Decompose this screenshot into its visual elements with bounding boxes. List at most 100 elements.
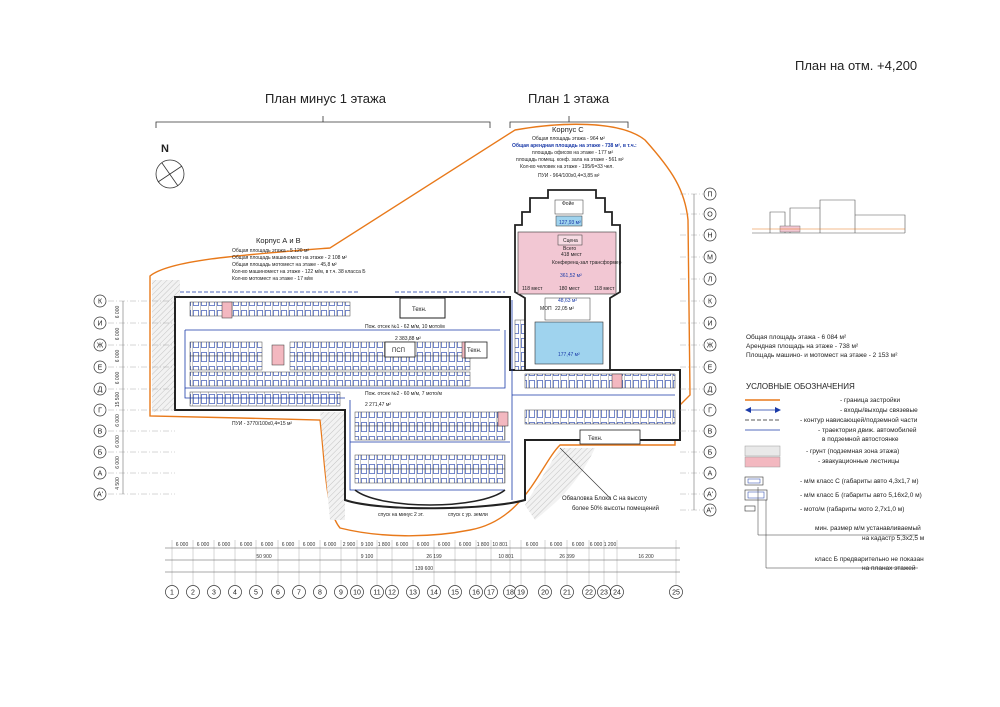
legend-leader-2 [765, 500, 918, 569]
facing-note-leader [559, 447, 611, 499]
legend-item-0: - граница застройки [840, 396, 900, 404]
grid-row-right-2: Н [680, 228, 717, 242]
grid-col-8: 8 [313, 540, 327, 599]
top-blue-room [555, 215, 583, 227]
seats-right: 118 мест [594, 286, 615, 292]
dim-total: 139 600 [415, 566, 433, 572]
building-ab-line-2: Общая площадь мотомест на этаже - 45,8 м… [232, 262, 337, 268]
ground-hatch-right [525, 448, 595, 520]
grid-col-20: 20 [538, 540, 552, 599]
small-area: 48,63 м² [558, 298, 577, 304]
dim-mid: 26 399 [559, 554, 575, 560]
grid-row-right-8: Е [680, 360, 717, 374]
dim-top: 6 000 [261, 542, 274, 548]
lobby-room [544, 297, 591, 321]
grid-row-left-label: И [97, 321, 102, 328]
grid-col-3: 3 [207, 540, 221, 599]
grid-col-4: 4 [228, 540, 242, 599]
grid-row-left-7: Б [93, 445, 175, 459]
grid-row-left-label: А' [97, 492, 103, 499]
grid-col-label: 1 [170, 590, 174, 597]
row-dim-left: 4 500 [115, 477, 121, 490]
seats-mid: 180 мест [559, 286, 580, 292]
grid-col-label: 24 [613, 590, 621, 597]
grid-row-right-label: А [708, 471, 713, 478]
dim-top: 6 000 [459, 542, 472, 548]
grid-col-label: 3 [212, 590, 216, 597]
fire-compartment-2-area: 2 271,47 м² [365, 402, 391, 408]
tech-room-1-label: Техн. [412, 307, 427, 313]
dim-mid: 50 900 [256, 554, 272, 560]
row-dim-left: 6 000 [115, 435, 121, 448]
grid-row-left-1: И [93, 316, 175, 330]
grid-row-right-label: Н [707, 233, 712, 240]
north-arrow-icon: N [155, 143, 185, 189]
legend-moto-icon [744, 505, 756, 512]
grid-col-label: 7 [297, 590, 301, 597]
grid-col-label: 16 [472, 590, 480, 597]
stage-room [557, 234, 583, 246]
ramp-curve [354, 489, 506, 506]
building-ab-line-0: Общая площадь этажа - 5 120 м² [232, 248, 309, 254]
grid-row-right-14: А' [680, 487, 717, 501]
top-area-label: 127,93 м² [559, 220, 581, 226]
row-dim-left: 6 000 [115, 456, 121, 469]
legend-item-12: класс Б предварительно не показан [815, 556, 924, 563]
ramp-down-label: спуск на минус 2 эт. [378, 512, 424, 518]
grid-row-right-5: К [680, 294, 717, 308]
grid-row-left-label: А [98, 471, 103, 478]
grid-col-22: 22 [582, 540, 596, 599]
dim-top: 6 000 [282, 542, 295, 548]
building-c-line-1: Общая арендная площадь на этаже - 738 м²… [512, 142, 637, 149]
building-c-line-3: площадь помещ. конф. зала на этаже - 561… [516, 157, 624, 163]
building-c-line-4: Кол-во человек на этаже - 195/6=33 чел. [520, 164, 614, 170]
fire-compartment-1-area: 2 383,88 м² [395, 336, 421, 342]
grid-col-label: 2 [191, 590, 195, 597]
hall-area: 361,52 м² [560, 273, 582, 279]
legend-item-8: - м/м класс Б (габариты авто 5,16х2,0 м) [800, 491, 922, 499]
dim-top: 6 000 [197, 542, 210, 548]
grid-row-right-15: А'' [680, 503, 717, 517]
grid-col-19: 19 [514, 540, 528, 599]
dim-mid: 9 100 [361, 554, 374, 560]
office-area-label: 177,47 м² [558, 352, 580, 358]
grid-col-label: 18 [506, 590, 514, 597]
grid-col-16: 16 [469, 540, 483, 599]
legend-item-9: - мото/м (габариты мото 2,7х1,0 м) [800, 505, 904, 513]
grid-row-right-label: В [708, 429, 713, 436]
foyer-label: Фойе [562, 200, 574, 207]
row-dim-left: 6 000 [115, 414, 121, 427]
grid-col-21: 21 [560, 540, 574, 599]
grid-col-label: 5 [254, 590, 258, 597]
evac-stair-1 [221, 301, 233, 319]
grid-col-23: 23 [597, 540, 611, 599]
legend-item-11: на кадастр 5,3х2,5 м [862, 535, 925, 542]
psp-label: ПСП [392, 348, 405, 354]
grid-row-left-label: К [98, 299, 103, 306]
grid-col-14: 14 [427, 540, 441, 599]
legend-entrance-icon [745, 407, 781, 413]
grid-col-5: 5 [249, 540, 263, 599]
grid-row-right-label: И [707, 321, 712, 328]
grid-col-label: 21 [563, 590, 571, 597]
grid-col-9: 9 [334, 540, 348, 599]
grid-row-left-label: Д [98, 387, 103, 394]
grid-col-label: 8 [318, 590, 322, 597]
plan-right-title: План 1 этажа [528, 91, 610, 106]
legend-evac-swatch [744, 456, 781, 468]
dim-top: 6 000 [572, 542, 585, 548]
grid-col-label: 13 [409, 590, 417, 597]
dim-mid: 26 199 [426, 554, 442, 560]
legend-class-c-icon [744, 476, 764, 486]
psp-room [384, 341, 416, 358]
grid-row-right-label: А' [707, 492, 713, 499]
dim-top: 6 000 [396, 542, 409, 548]
grid-row-right-label: М [707, 255, 713, 262]
traffic-trajectory [184, 300, 675, 500]
grid-row-left-label: Г [98, 408, 102, 415]
tech-room-1 [399, 297, 446, 319]
dim-top: 6 000 [324, 542, 337, 548]
north-label: N [161, 143, 169, 155]
grid-col-label: 23 [600, 590, 608, 597]
